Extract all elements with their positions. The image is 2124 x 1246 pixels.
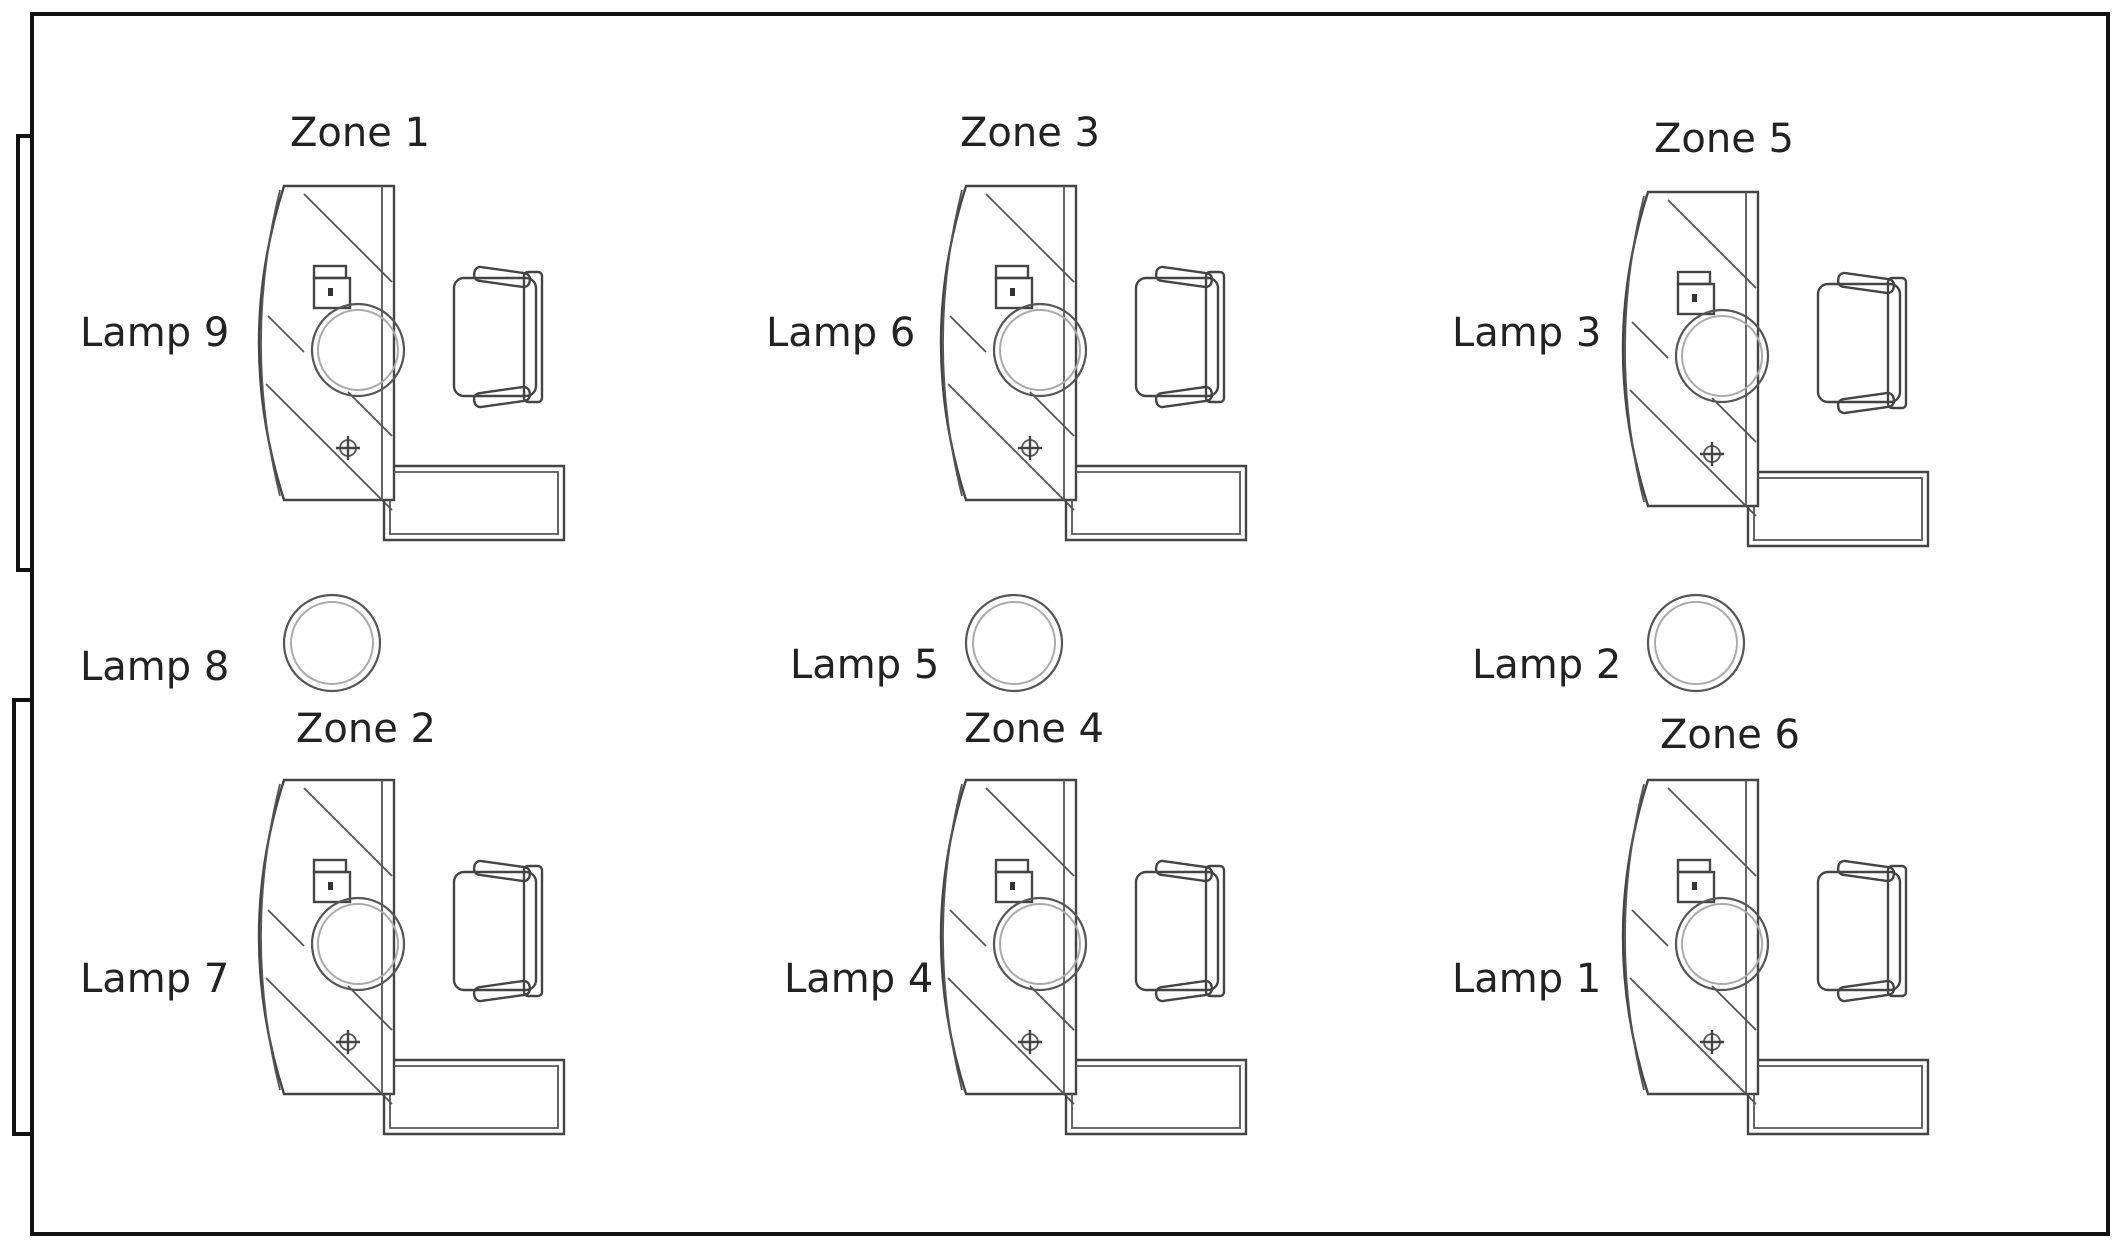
zone-label: Zone 6 xyxy=(1660,712,1800,758)
zone-label: Zone 1 xyxy=(290,110,430,156)
floor-lamp-5 xyxy=(964,593,1064,693)
lamp-label: Lamp 2 xyxy=(1472,642,1621,688)
lamp-label: Lamp 4 xyxy=(784,956,933,1002)
zone-label: Zone 5 xyxy=(1654,116,1794,162)
lamp-label: Lamp 5 xyxy=(790,642,939,688)
zone-label: Zone 2 xyxy=(296,706,436,752)
lamp-label: Lamp 8 xyxy=(80,644,229,690)
zone-label: Zone 3 xyxy=(960,110,1100,156)
lamp-label: Lamp 7 xyxy=(80,956,229,1002)
floor-lamp-2 xyxy=(1646,593,1746,693)
room-wall xyxy=(30,12,2110,1236)
lamp-label: Lamp 3 xyxy=(1452,310,1601,356)
workstation-zone-6 xyxy=(1621,778,1930,1136)
floor-lamp-8 xyxy=(282,593,382,693)
door-upper xyxy=(16,134,32,572)
workstation-zone-4 xyxy=(939,778,1248,1136)
lamp-label: Lamp 9 xyxy=(80,310,229,356)
door-lower xyxy=(12,698,32,1136)
workstation-zone-3 xyxy=(939,184,1248,542)
workstation-zone-2 xyxy=(257,778,566,1136)
lamp-label: Lamp 6 xyxy=(766,310,915,356)
workstation-zone-5 xyxy=(1621,190,1930,548)
zone-label: Zone 4 xyxy=(964,706,1104,752)
lamp-label: Lamp 1 xyxy=(1452,956,1601,1002)
workstation-zone-1 xyxy=(257,184,566,542)
